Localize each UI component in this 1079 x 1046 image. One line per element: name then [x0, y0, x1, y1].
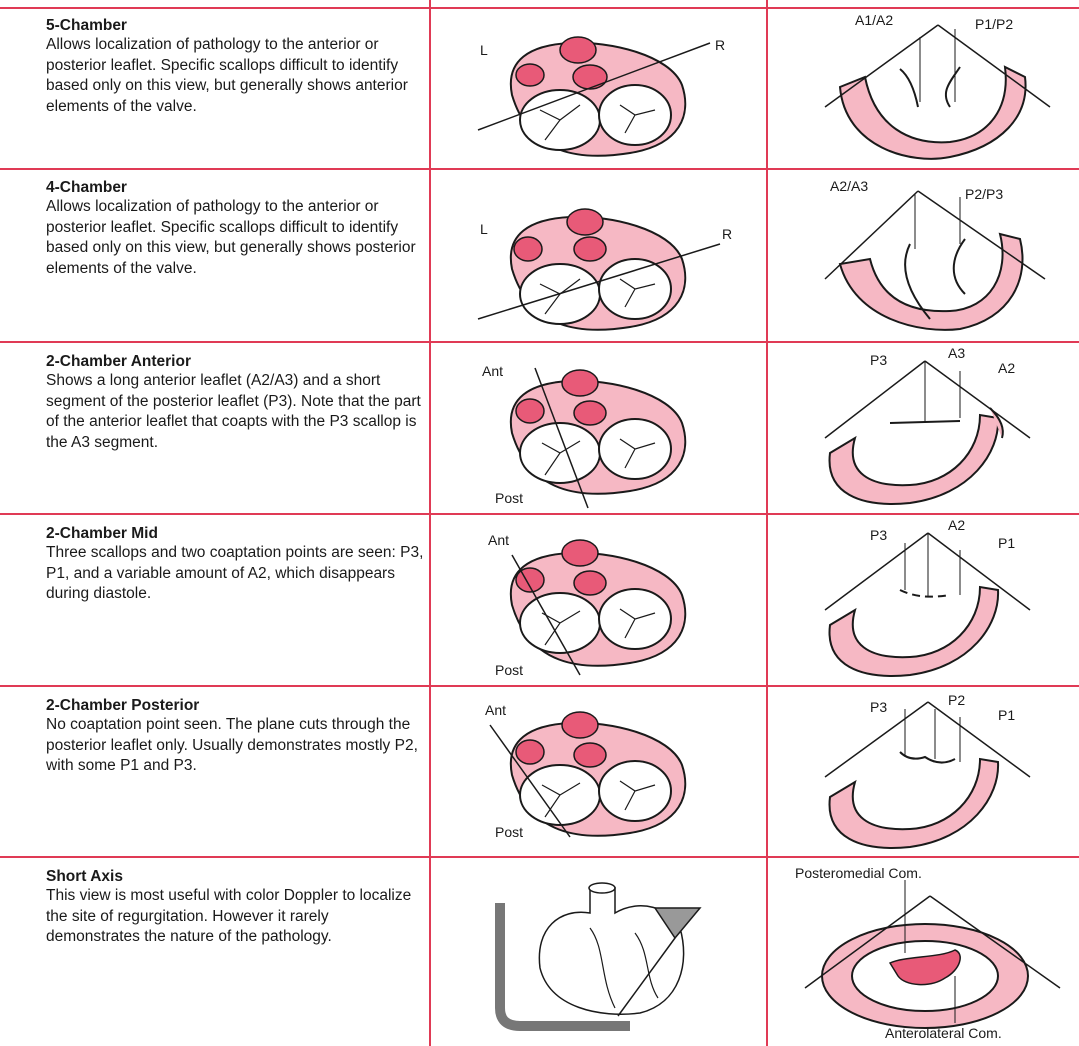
row-title: 2-Chamber Mid: [46, 525, 426, 543]
heart-label: A2/A3: [830, 178, 868, 194]
row-short-axis: Short Axis This view is most useful with…: [0, 858, 1079, 1046]
text-cell: 4-Chamber Allows localization of patholo…: [46, 179, 426, 279]
row-4-chamber: 4-Chamber Allows localization of patholo…: [0, 169, 1079, 341]
text-cell: 5-Chamber Allows localization of patholo…: [46, 17, 426, 117]
heart-label: Posteromedial Com.: [795, 865, 922, 881]
row-2-chamber-mid: 2-Chamber Mid Three scallops and two coa…: [0, 515, 1079, 685]
heart-label: P3: [870, 527, 887, 543]
heart-label: P1: [998, 535, 1015, 551]
valve-label-left: L: [480, 42, 488, 58]
heart-cross-section: A1/A2 P1/P2: [800, 7, 1060, 167]
row-description: This view is most useful with color Dopp…: [46, 886, 426, 948]
heart-cross-section: A2/A3 P2/P3: [800, 169, 1060, 339]
heart-label: A3: [948, 345, 965, 361]
row-description: Allows localization of pathology to the …: [46, 197, 426, 279]
valve-label-post: Post: [495, 490, 523, 506]
row-title: 4-Chamber: [46, 179, 426, 197]
row-title: Short Axis: [46, 868, 426, 886]
row-title: 5-Chamber: [46, 17, 426, 35]
heart-label: A2: [948, 517, 965, 533]
row-description: Allows localization of pathology to the …: [46, 35, 426, 117]
valve-diagram: Ant Post: [450, 695, 750, 855]
heart-label: P3: [870, 352, 887, 368]
valve-label-right: R: [715, 37, 725, 53]
valve-label-post: Post: [495, 662, 523, 678]
row-description: Shows a long anterior leaflet (A2/A3) an…: [46, 371, 426, 453]
row-title: 2-Chamber Posterior: [46, 697, 426, 715]
valve-label-ant: Ant: [482, 363, 503, 379]
heart-cross-section: Posteromedial Com. Anterolateral Com.: [790, 858, 1079, 1046]
row-2-chamber-posterior: 2-Chamber Posterior No coaptation point …: [0, 687, 1079, 856]
text-cell: 2-Chamber Posterior No coaptation point …: [46, 697, 426, 777]
row-2-chamber-anterior: 2-Chamber Anterior Shows a long anterior…: [0, 343, 1079, 513]
heart-cross-section: P3 P2 P1: [800, 687, 1060, 857]
heart-label: A2: [998, 360, 1015, 376]
heart-label: P2: [948, 692, 965, 708]
text-cell: 2-Chamber Mid Three scallops and two coa…: [46, 525, 426, 605]
valve-diagram: L R: [450, 15, 750, 165]
heart-cross-section: P3 A3 A2: [800, 343, 1060, 513]
heart-label: P1: [998, 707, 1015, 723]
row-5-chamber: 5-Chamber Allows localization of patholo…: [0, 7, 1079, 168]
valve-diagram: Ant Post: [450, 525, 750, 685]
valve-label-post: Post: [495, 824, 523, 840]
text-cell: Short Axis This view is most useful with…: [46, 868, 426, 948]
valve-label-left: L: [480, 221, 488, 237]
row-title: 2-Chamber Anterior: [46, 353, 426, 371]
valve-label-ant: Ant: [488, 532, 509, 548]
row-description: Three scallops and two coaptation points…: [46, 543, 426, 605]
heart-probe-diagram: [440, 868, 760, 1043]
heart-cross-section: P3 A2 P1: [800, 515, 1060, 685]
heart-label: Anterolateral Com.: [885, 1025, 1002, 1041]
valve-label-right: R: [722, 226, 732, 242]
valve-diagram: Ant Post: [450, 353, 750, 513]
heart-label: P1/P2: [975, 16, 1013, 32]
text-cell: 2-Chamber Anterior Shows a long anterior…: [46, 353, 426, 453]
heart-label: P2/P3: [965, 186, 1003, 202]
heart-label: A1/A2: [855, 12, 893, 28]
heart-label: P3: [870, 699, 887, 715]
row-description: No coaptation point seen. The plane cuts…: [46, 715, 426, 777]
valve-label-ant: Ant: [485, 702, 506, 718]
valve-diagram: L R: [450, 189, 750, 339]
